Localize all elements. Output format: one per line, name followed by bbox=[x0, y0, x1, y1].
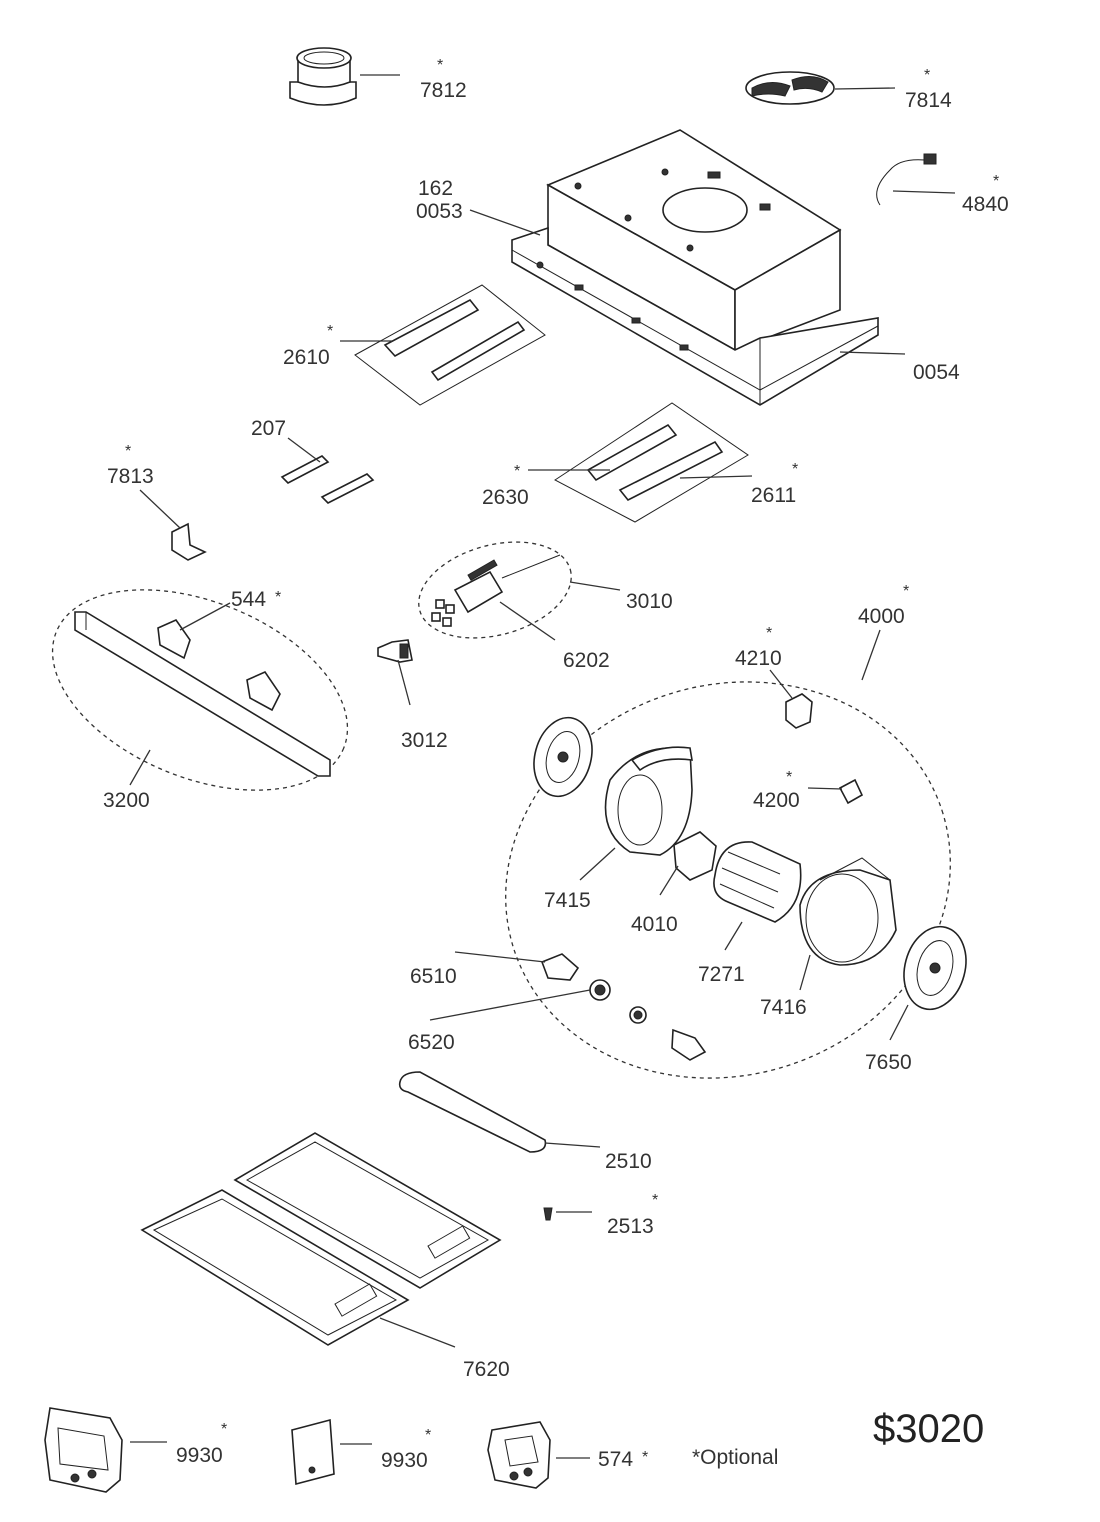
label-7650: 7650 bbox=[865, 1051, 912, 1074]
asterisk: * bbox=[275, 589, 281, 606]
part-4840-cable bbox=[876, 153, 956, 206]
asterisk: * bbox=[993, 173, 999, 190]
label-4010: 4010 bbox=[631, 913, 678, 936]
label-9930-bag: 9930 bbox=[176, 1444, 223, 1467]
label-574: 574 bbox=[598, 1448, 633, 1471]
label-2611: 2611 bbox=[751, 484, 796, 507]
label-544: 544 bbox=[231, 588, 266, 611]
asterisk: * bbox=[514, 463, 520, 480]
part-2513-screw bbox=[543, 1207, 592, 1221]
label-7813: 7813 bbox=[107, 465, 154, 488]
label-6202: 6202 bbox=[563, 649, 610, 672]
label-2630: 2630 bbox=[482, 486, 529, 509]
label-0053: 0053 bbox=[416, 200, 463, 223]
label-2513: 2513 bbox=[607, 1215, 654, 1238]
label-2510: 2510 bbox=[605, 1150, 652, 1173]
diagram-code: $3020 bbox=[873, 1407, 984, 1451]
label-162: 162 bbox=[418, 177, 453, 200]
part-3200-front-bar bbox=[51, 589, 349, 791]
label-7416: 7416 bbox=[760, 996, 807, 1019]
label-6520: 6520 bbox=[408, 1031, 455, 1054]
label-4840: 4840 bbox=[962, 193, 1009, 216]
part-2630-2611-slide-rails bbox=[528, 402, 753, 523]
asterisk: * bbox=[652, 1192, 658, 1209]
label-7812: 7812 bbox=[420, 79, 467, 102]
asterisk: * bbox=[766, 625, 772, 642]
label-3010: 3010 bbox=[626, 590, 673, 613]
part-3012-bracket bbox=[377, 639, 413, 706]
part-hood-body bbox=[469, 129, 906, 406]
asterisk: * bbox=[903, 583, 909, 600]
label-207: 207 bbox=[251, 417, 286, 440]
label-3012: 3012 bbox=[401, 729, 448, 752]
label-7415: 7415 bbox=[544, 889, 591, 912]
label-6510: 6510 bbox=[410, 965, 457, 988]
label-3200: 3200 bbox=[103, 789, 150, 812]
label-0054: 0054 bbox=[913, 361, 960, 384]
part-7812-duct-collar bbox=[289, 47, 400, 106]
label-9930-manual: 9930 bbox=[381, 1449, 428, 1472]
label-4210: 4210 bbox=[735, 647, 782, 670]
asterisk: * bbox=[792, 461, 798, 478]
part-9930-hardware-bag bbox=[44, 1407, 167, 1493]
asterisk: * bbox=[642, 1449, 648, 1466]
asterisk: * bbox=[786, 769, 792, 786]
part-7814-damper bbox=[745, 71, 896, 105]
label-7814: 7814 bbox=[905, 89, 952, 112]
part-7813-clip bbox=[139, 489, 207, 561]
asterisk: * bbox=[221, 1421, 227, 1438]
label-4000: 4000 bbox=[858, 605, 905, 628]
label-2610: 2610 bbox=[283, 346, 330, 369]
label-4200: 4200 bbox=[753, 789, 800, 812]
part-3010-switch bbox=[418, 541, 621, 641]
part-574-kit-bag bbox=[487, 1421, 590, 1489]
label-7271: 7271 bbox=[698, 963, 745, 986]
part-9930-manual bbox=[291, 1418, 372, 1486]
asterisk: * bbox=[425, 1427, 431, 1444]
asterisk: * bbox=[125, 443, 131, 460]
optional-note: *Optional bbox=[692, 1446, 778, 1469]
part-207-brackets bbox=[280, 437, 375, 504]
label-7620: 7620 bbox=[463, 1358, 510, 1381]
part-2510-gasket bbox=[398, 1071, 601, 1153]
asterisk: * bbox=[437, 57, 443, 74]
asterisk: * bbox=[924, 67, 930, 84]
part-2610-slide-rails bbox=[340, 284, 546, 406]
part-7620-grease-filters bbox=[140, 1132, 502, 1348]
asterisk: * bbox=[327, 323, 333, 340]
part-4000-blower-group bbox=[429, 629, 967, 1079]
